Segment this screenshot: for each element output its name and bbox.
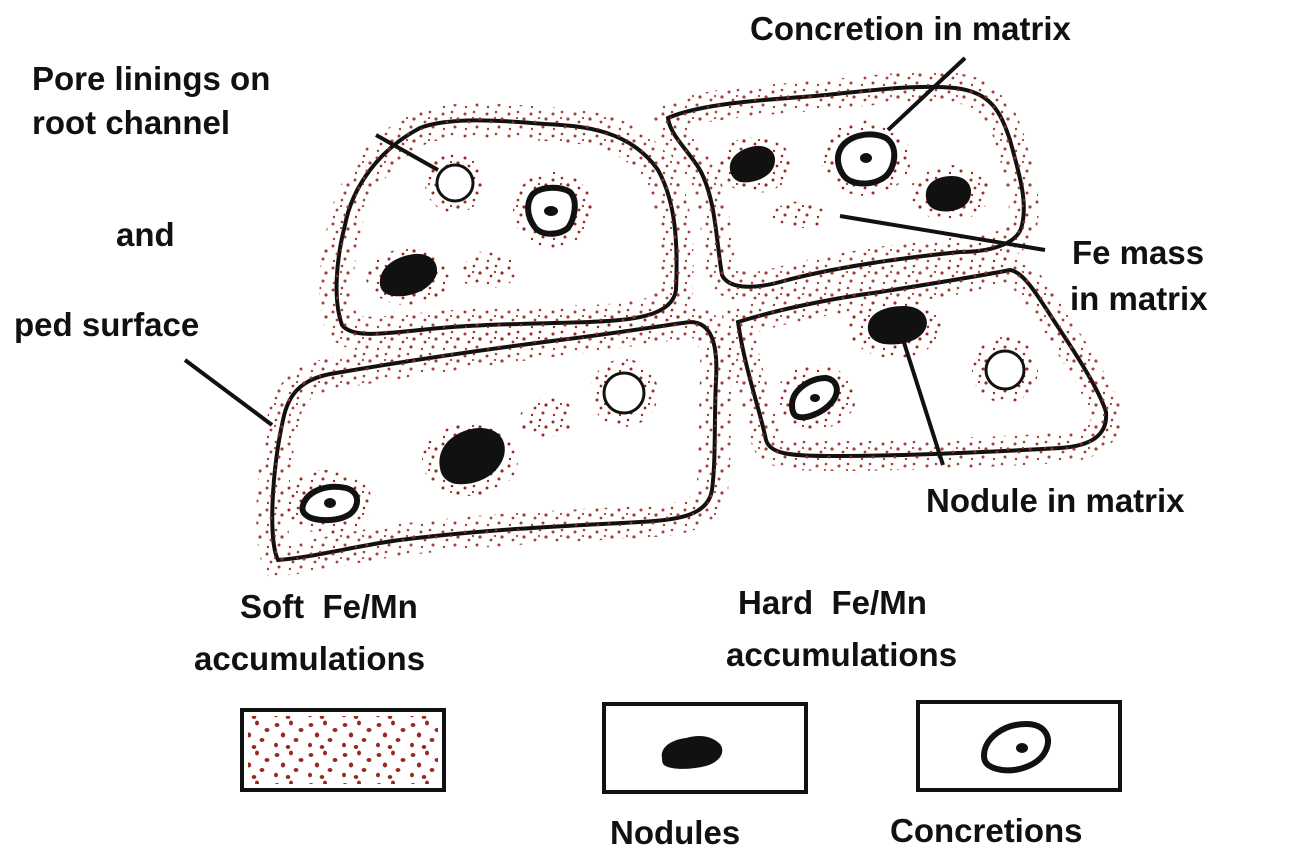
- legend-soft-line2: accumulations: [194, 640, 425, 677]
- legend-hard-line2: accumulations: [726, 636, 957, 673]
- legend-nodules-label: Nodules: [610, 814, 740, 851]
- label-nodule-in-matrix: Nodule in matrix: [926, 482, 1185, 519]
- label-concretion-in-matrix: Concretion in matrix: [750, 10, 1072, 47]
- ped-top-right: [668, 87, 1024, 287]
- legend-concretions-label: Concretions: [890, 812, 1083, 849]
- label-fe-mass-line2: in matrix: [1070, 280, 1208, 317]
- legend-swatch-concretions: [918, 702, 1120, 790]
- legend-hard-line1: Hard Fe/Mn: [738, 584, 927, 621]
- legend-swatch-soft: [242, 710, 444, 790]
- leader-line-ped-surface: [185, 360, 272, 425]
- legend-soft-line1: Soft Fe/Mn: [240, 588, 418, 625]
- label-ped-surface: ped surface: [14, 306, 199, 343]
- ped-bottom-right: [738, 270, 1106, 456]
- label-fe-mass-line1: Fe mass: [1072, 234, 1204, 271]
- ped-bottom-left: [272, 322, 716, 560]
- legend: Soft Fe/Mn accumulations Hard Fe/Mn accu…: [194, 584, 1120, 851]
- ped-top-left: [337, 120, 677, 334]
- label-pore-linings-line1: Pore linings on: [32, 60, 270, 97]
- label-and: and: [116, 216, 175, 253]
- label-pore-linings-line2: root channel: [32, 104, 230, 141]
- legend-swatch-nodules: [604, 704, 806, 792]
